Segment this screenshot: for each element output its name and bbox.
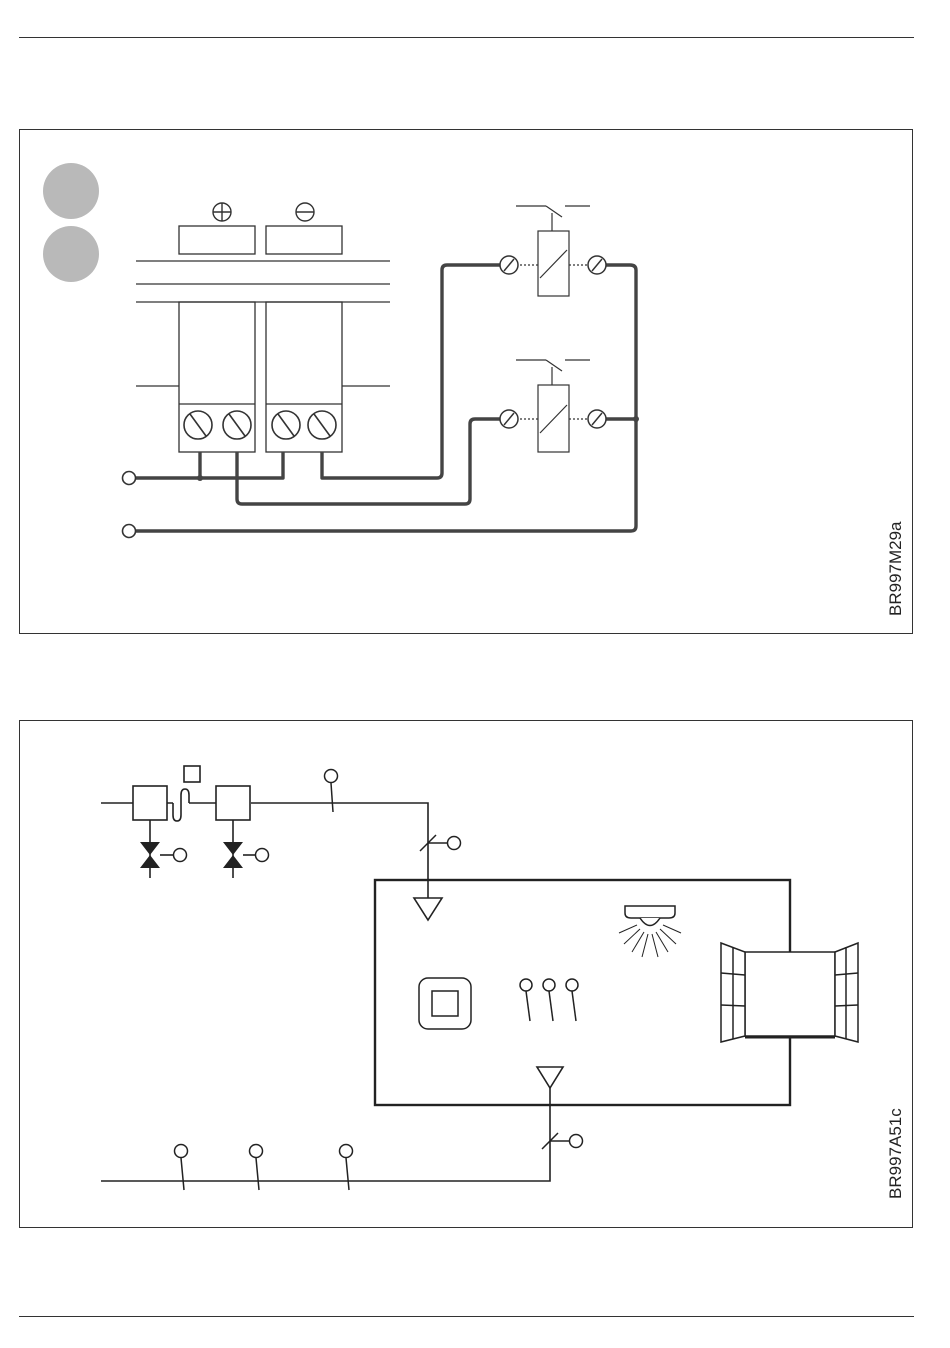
duct-sensor-icon — [175, 1145, 353, 1191]
presence-detector-icon — [619, 906, 681, 957]
frost-thermostat-box — [184, 766, 200, 782]
frost-sensor — [173, 789, 189, 821]
cooling-coil-box — [216, 786, 250, 820]
exhaust-grille-icon — [537, 1067, 563, 1088]
valve-icon — [140, 842, 243, 868]
drawing-code-2: BR997A51c — [886, 1108, 905, 1199]
exhaust-duct — [101, 1088, 550, 1181]
duct-sensor-icon — [325, 770, 338, 813]
room-unit-icon — [419, 978, 471, 1029]
heating-coil-box — [133, 786, 167, 820]
window-icon — [721, 943, 858, 1042]
room-sensor-icon — [520, 979, 578, 1021]
damper-icon — [542, 1133, 583, 1149]
supply-diffuser-icon — [414, 898, 442, 920]
damper-icon — [420, 835, 461, 851]
